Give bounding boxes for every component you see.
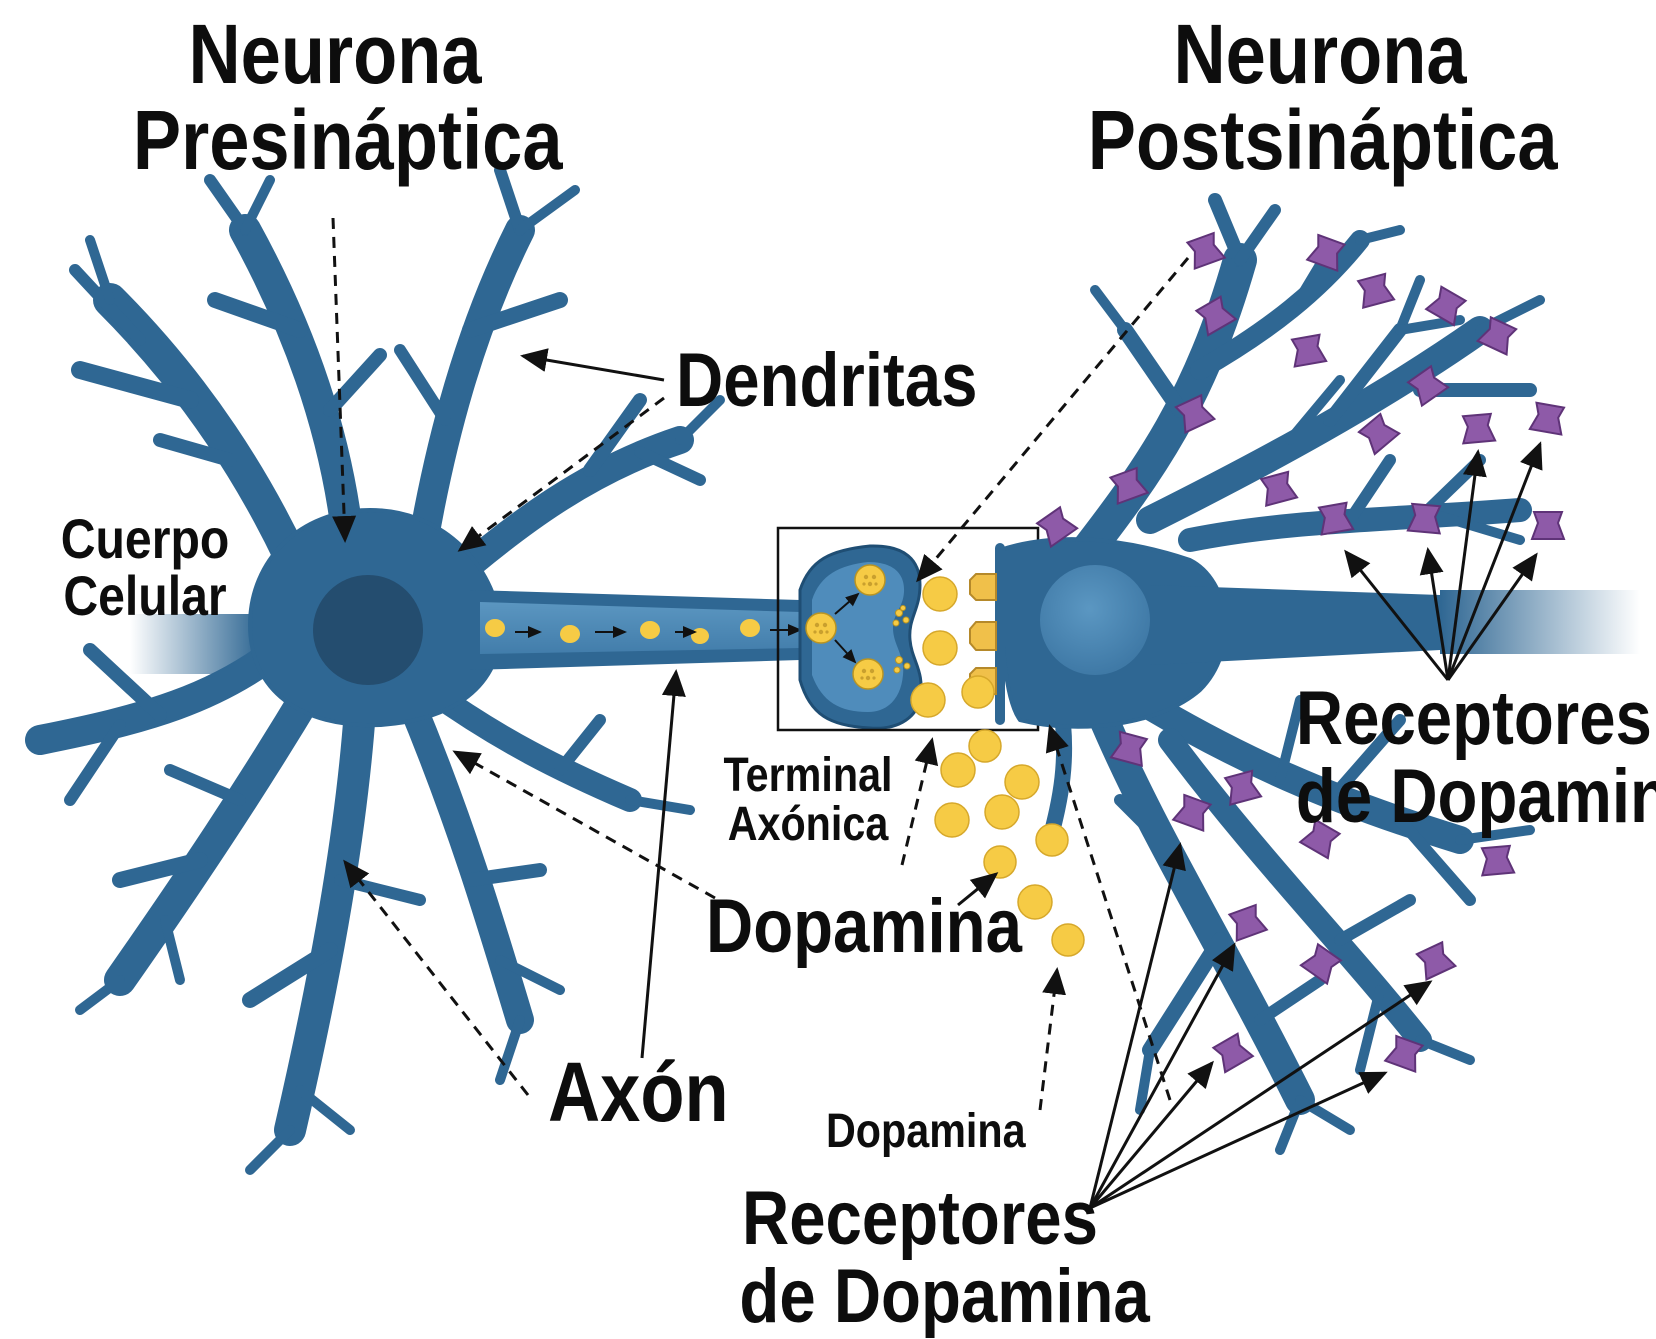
presynaptic-neuron bbox=[40, 170, 850, 1170]
receptors-right-line2: de Dopamina bbox=[1296, 758, 1614, 836]
presynaptic-title-line2: Presináptica bbox=[133, 98, 537, 184]
dendrites-label-text: Dendritas bbox=[676, 342, 977, 420]
receptors-bottom-line2: de Dopamina bbox=[739, 1258, 1100, 1336]
cell-body-line2: Celular bbox=[55, 567, 236, 624]
cell-body-line1: Cuerpo bbox=[55, 510, 236, 567]
receptors-bottom-line1: Receptores bbox=[739, 1180, 1100, 1258]
presynaptic-neuron-title: Neurona Presináptica bbox=[133, 12, 537, 183]
presynaptic-nucleus bbox=[313, 575, 423, 685]
axon-terminal-line1: Terminal bbox=[722, 752, 894, 801]
postsynaptic-title-line1: Neurona bbox=[1088, 12, 1552, 98]
postsynaptic-title-line2: Postsináptica bbox=[1088, 98, 1552, 184]
dopamine-center-label: Dopamina bbox=[706, 888, 1022, 966]
receptors-right-label: Receptores de Dopamina bbox=[1296, 680, 1614, 835]
cell-body-label: Cuerpo Celular bbox=[55, 510, 236, 624]
dopamine-bottom-label: Dopamina bbox=[826, 1108, 1026, 1157]
presynaptic-title-line1: Neurona bbox=[133, 12, 537, 98]
receptors-bottom-label: Receptores de Dopamina bbox=[739, 1180, 1100, 1335]
postsynaptic-neuron-title: Neurona Postsináptica bbox=[1088, 12, 1552, 183]
axon-terminal-label: Terminal Axónica bbox=[722, 752, 894, 850]
dendrites-label: Dendritas bbox=[676, 342, 977, 420]
dopamine-center-text: Dopamina bbox=[706, 888, 1022, 966]
receptors-right-line1: Receptores bbox=[1296, 680, 1614, 758]
axon-label: Axón bbox=[548, 1050, 729, 1136]
axon-label-text: Axón bbox=[548, 1050, 729, 1136]
postsynaptic-nucleus bbox=[1040, 565, 1150, 675]
axon-terminal-line2: Axónica bbox=[722, 801, 894, 850]
dopamine-bottom-text: Dopamina bbox=[826, 1108, 1026, 1157]
postsynaptic-neuron bbox=[1000, 200, 1640, 1150]
